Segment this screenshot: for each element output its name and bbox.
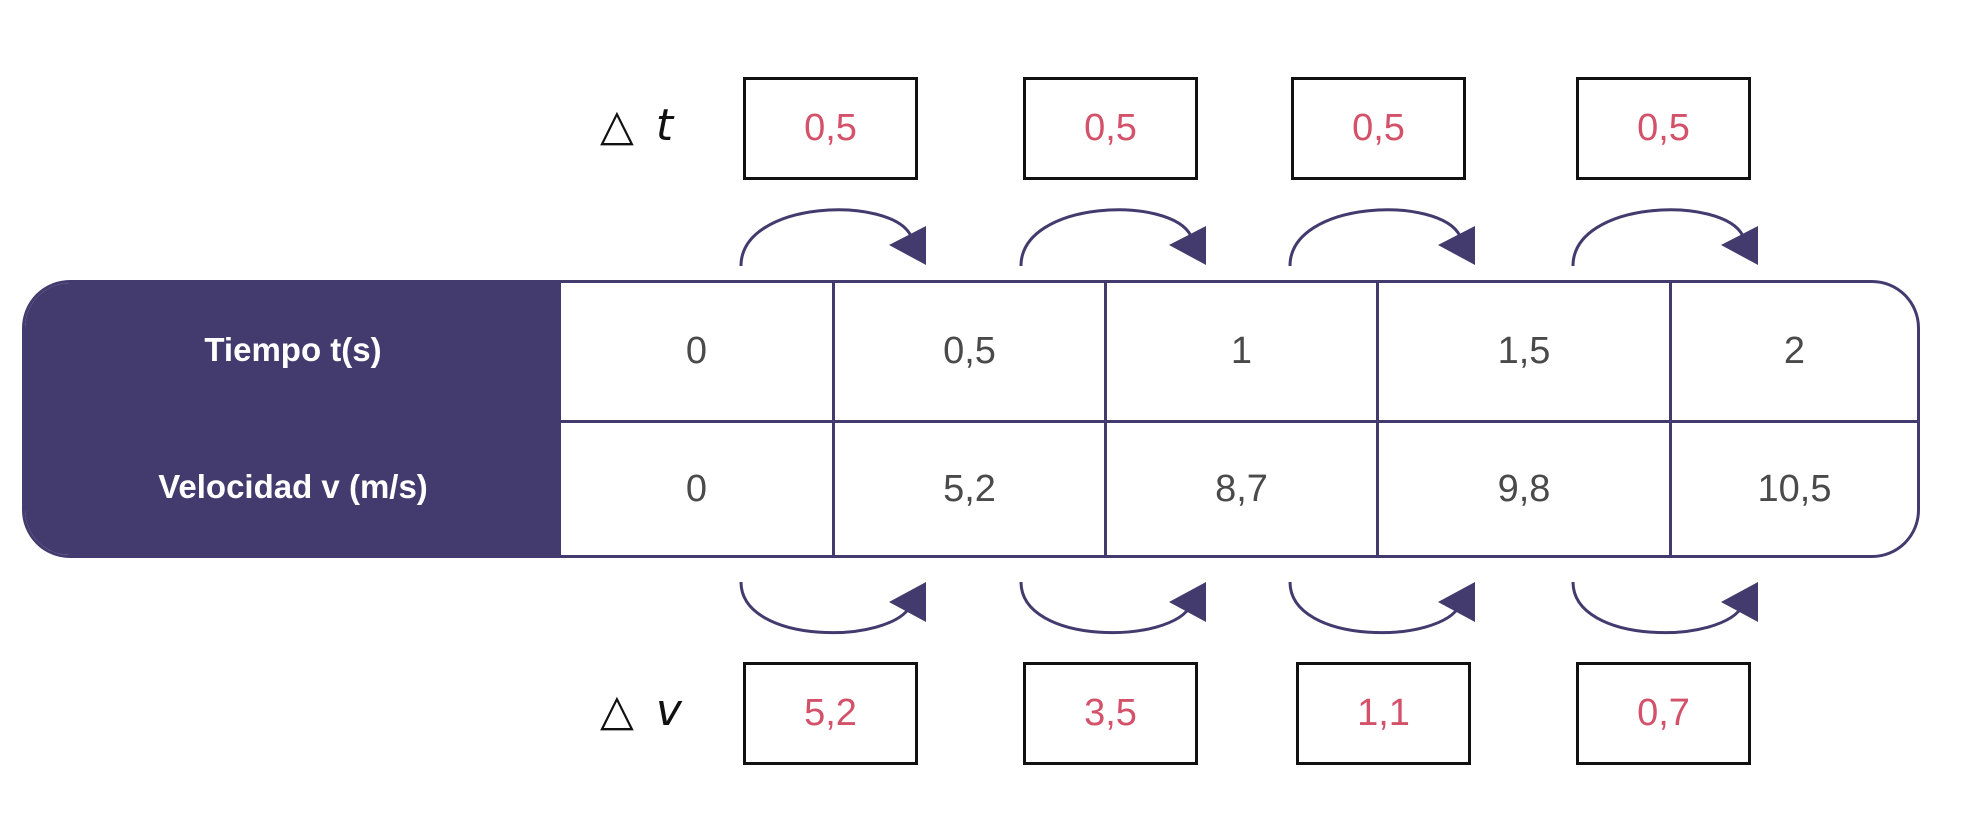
delta-v-box: 5,2 (743, 662, 918, 765)
delta-v-var: v (655, 685, 682, 736)
arrow-head-icon (1169, 226, 1206, 265)
delta-v-label: △ v (600, 685, 682, 736)
time-cell: 2 (1783, 330, 1806, 372)
top-arrow (1288, 208, 1462, 267)
delta-v-box: 1,1 (1296, 662, 1471, 765)
arrow-head-icon (889, 582, 926, 622)
delta-t-box: 0,5 (1023, 77, 1198, 180)
column-divider (1669, 283, 1672, 555)
data-table: Tiempo t(s) Velocidad v (m/s) 0 0,5 1 1,… (22, 280, 1920, 558)
time-cell: 1,5 (1497, 330, 1551, 372)
column-divider (1104, 283, 1107, 555)
arrow-head-icon (1438, 226, 1475, 265)
velocity-cell: 9,8 (1497, 467, 1551, 510)
delta-v-box: 3,5 (1023, 662, 1198, 765)
top-arrow (1571, 208, 1745, 267)
arrow-head-icon (1721, 226, 1758, 265)
delta-t-box: 0,5 (1576, 77, 1751, 180)
bottom-arrow (1571, 581, 1745, 634)
delta-v-box: 0,7 (1576, 662, 1751, 765)
delta-symbol: △ (600, 686, 634, 735)
time-cell: 0,5 (943, 330, 996, 372)
bottom-arrow (739, 581, 913, 634)
velocity-cell: 8,7 (1215, 467, 1268, 510)
velocity-cell: 10,5 (1757, 467, 1832, 510)
time-cell: 0 (685, 330, 708, 372)
velocity-cell: 0 (685, 467, 708, 510)
row-label-velocity: Velocidad v (m/s) (158, 468, 428, 505)
delta-t-box: 0,5 (743, 77, 918, 180)
row-label-time: Tiempo t(s) (204, 331, 382, 368)
delta-t-var: t (655, 100, 674, 151)
column-divider (832, 283, 835, 555)
delta-symbol: △ (600, 101, 634, 150)
row-divider (561, 420, 1917, 423)
time-cell: 1 (1230, 330, 1253, 372)
arrow-head-icon (1721, 582, 1758, 622)
bottom-arrow (1019, 581, 1193, 634)
arrow-head-icon (1169, 582, 1206, 622)
top-arrow (1019, 208, 1193, 267)
top-arrow (739, 208, 913, 267)
arrow-head-icon (1438, 582, 1475, 622)
table-header-column: Tiempo t(s) Velocidad v (m/s) (25, 283, 561, 555)
arrow-head-icon (889, 226, 926, 265)
column-divider (1376, 283, 1379, 555)
delta-t-label: △ t (600, 100, 673, 151)
bottom-arrow (1288, 581, 1462, 634)
velocity-cell: 5,2 (943, 467, 996, 510)
delta-t-box: 0,5 (1291, 77, 1466, 180)
